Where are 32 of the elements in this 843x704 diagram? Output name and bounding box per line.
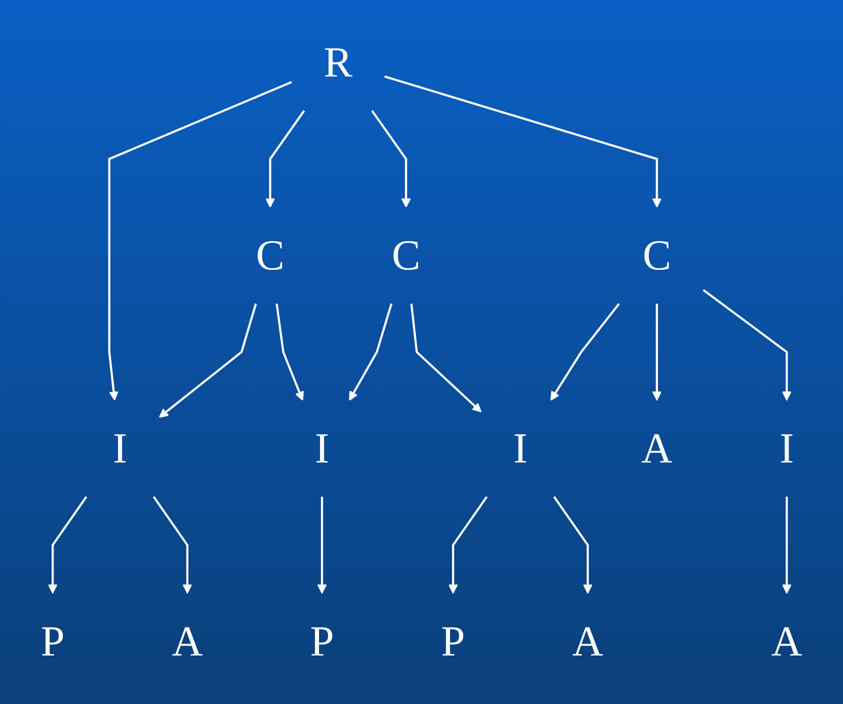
arrow bbox=[652, 304, 662, 401]
arrow bbox=[317, 496, 327, 594]
node-text: C bbox=[256, 230, 284, 280]
arrow bbox=[349, 303, 392, 401]
node-text: P bbox=[310, 616, 334, 666]
node-text: C bbox=[642, 230, 672, 280]
arrow bbox=[550, 303, 620, 401]
arrow bbox=[384, 76, 662, 208]
node-text: I bbox=[314, 424, 330, 472]
node-text: I bbox=[513, 424, 528, 472]
arrow bbox=[158, 303, 257, 418]
arrow bbox=[782, 496, 792, 594]
node-text: R bbox=[324, 38, 352, 86]
arrow bbox=[276, 304, 304, 401]
arrow bbox=[553, 496, 592, 594]
arrow bbox=[371, 110, 411, 208]
arrow bbox=[265, 110, 306, 208]
node-text: A bbox=[771, 616, 802, 666]
node-text: P bbox=[441, 616, 466, 666]
node-text: A bbox=[172, 616, 203, 666]
arrow bbox=[702, 289, 792, 401]
arrow bbox=[448, 496, 488, 594]
node-text: A bbox=[572, 616, 604, 666]
node-text: C bbox=[392, 230, 420, 280]
arrow bbox=[410, 304, 482, 412]
node-text: I bbox=[112, 424, 128, 472]
node-text: A bbox=[641, 424, 672, 472]
node-text: I bbox=[780, 424, 794, 472]
arrow bbox=[152, 496, 192, 594]
node-text: P bbox=[40, 616, 65, 666]
arrow bbox=[48, 496, 88, 594]
arrow bbox=[108, 81, 292, 401]
